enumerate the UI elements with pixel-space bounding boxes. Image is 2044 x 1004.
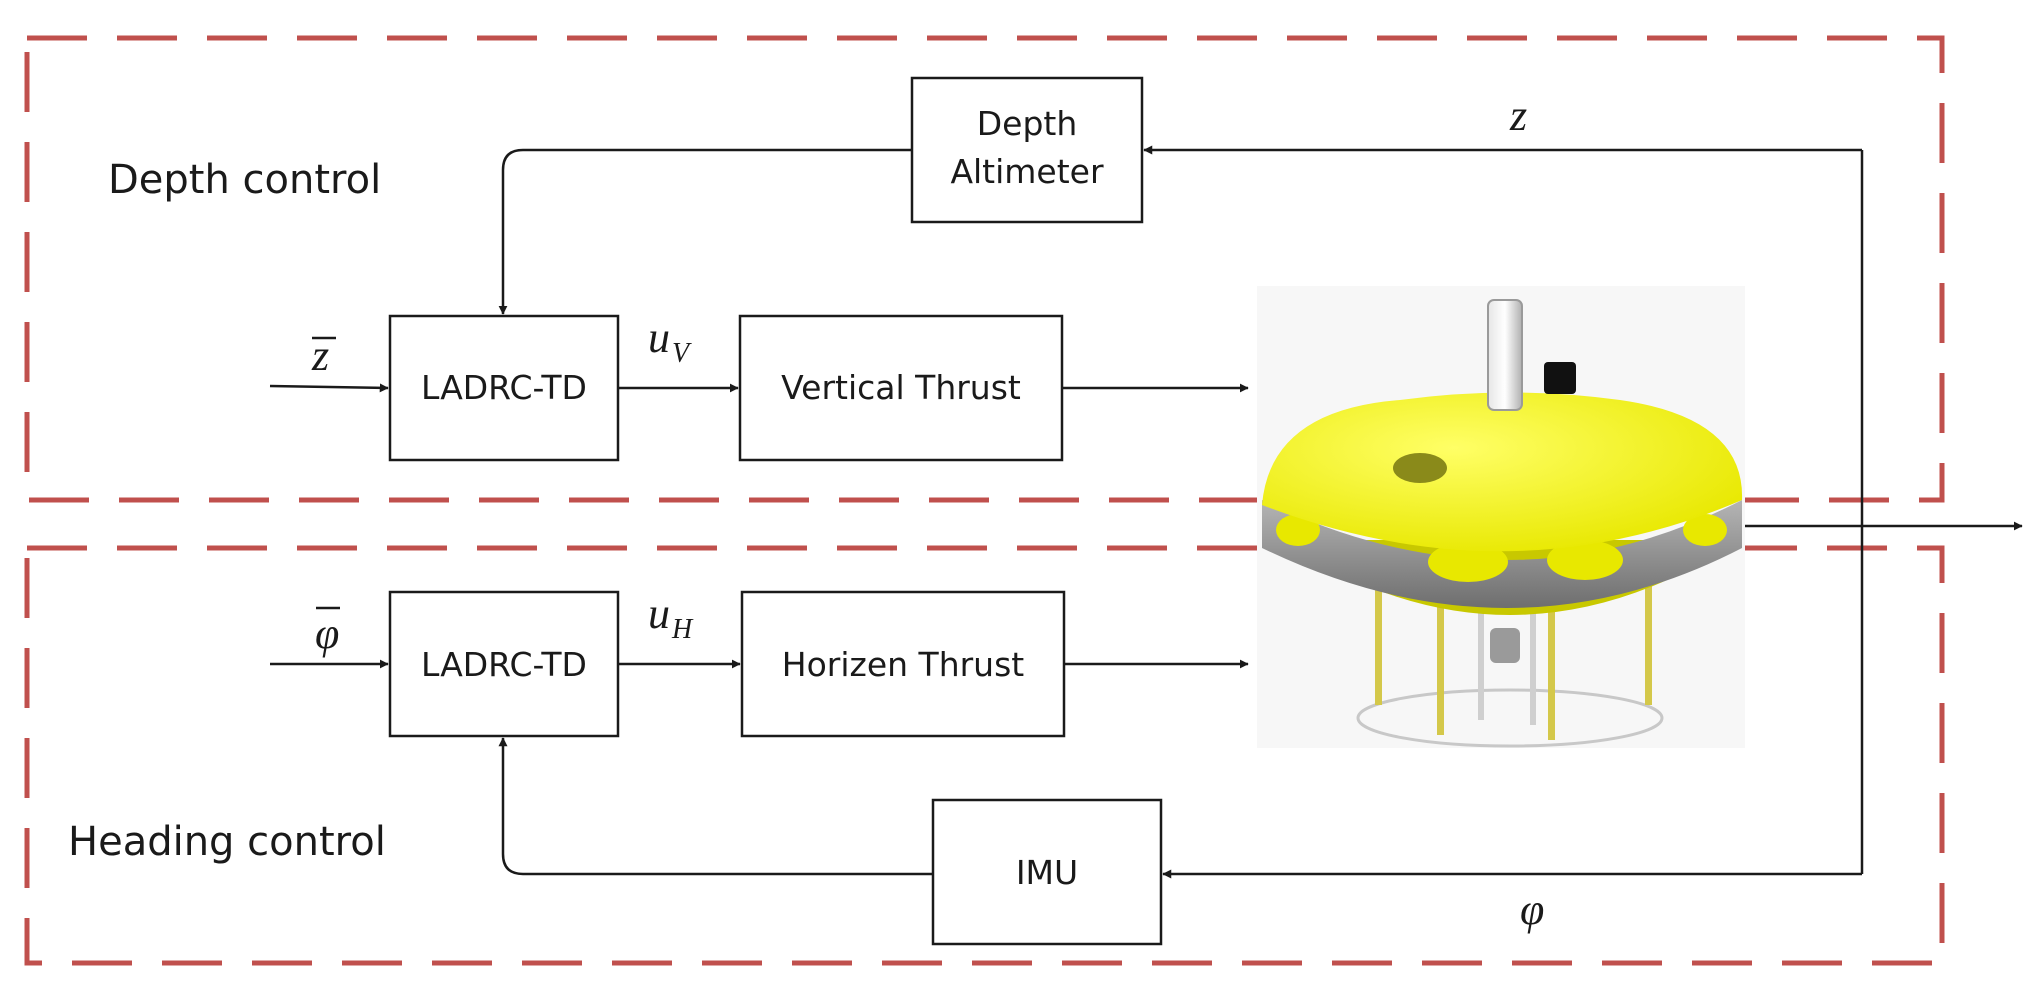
u-v-subscript: V <box>672 338 692 369</box>
ladrc-heading-label: LADRC-TD <box>421 645 587 684</box>
z-ref-arrow <box>269 383 389 393</box>
u-h-symbol: u <box>648 589 670 638</box>
u-v-symbol: u <box>648 313 670 362</box>
heading-control-label: Heading control <box>68 819 386 865</box>
depth-altimeter-block <box>910 76 1144 224</box>
z-feedback-symbol: z <box>1509 91 1527 140</box>
imu-label: IMU <box>1016 853 1078 892</box>
z-ref-symbol: z <box>311 331 329 380</box>
depth-altimeter-label-line2: Altimeter <box>950 152 1104 191</box>
ladrc-heading-block <box>388 590 620 738</box>
horizen-thrust-label: Horizen Thrust <box>782 645 1025 684</box>
vertical-thrust-label: Vertical Thrust <box>781 368 1021 407</box>
phi-ref-symbol: φ <box>315 609 339 658</box>
phi-feedback-symbol: φ <box>1520 885 1544 934</box>
imu-to-ladrc-arrow <box>498 737 933 876</box>
ladrc-depth-label: LADRC-TD <box>421 368 587 407</box>
heading-control-group <box>24 545 1945 966</box>
depth-altimeter-label-line1: Depth <box>977 104 1078 143</box>
imu-block <box>931 798 1163 946</box>
depth-control-group <box>24 35 1945 503</box>
underwater-vehicle-image <box>1257 286 1745 748</box>
depth-control-label: Depth control <box>108 157 381 203</box>
u-h-subscript: H <box>671 614 694 645</box>
altimeter-to-ladrc-arrow <box>498 148 912 315</box>
